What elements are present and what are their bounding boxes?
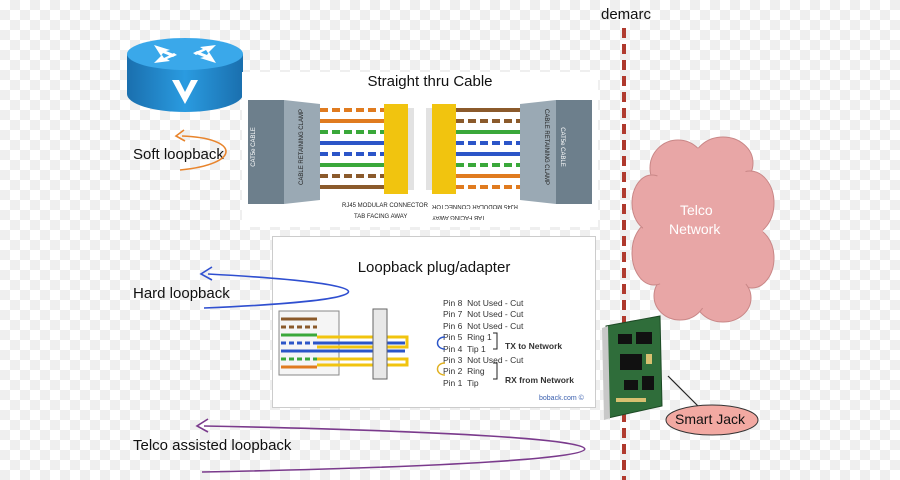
rx-from-network-label: RX from Network <box>505 375 574 385</box>
tx-to-network-label: TX to Network <box>505 341 563 351</box>
straight-cable-illustration <box>248 100 592 204</box>
right-caption-1: RJ45 MODULAR CONNECTOR <box>432 203 518 209</box>
smart-jack-callout <box>665 375 759 436</box>
loopback-plug-title: Loopback plug/adapter <box>357 259 511 276</box>
straight-cable-title: Straight thru Cable <box>367 73 493 90</box>
telco-assisted-loopback-label: Telco assisted loopback <box>133 437 292 454</box>
demarc-line <box>622 28 626 480</box>
left-clamp-label: CABLE RETAINING CLAMP <box>298 109 305 185</box>
left-caption-2: TAB FACING AWAY <box>354 214 408 220</box>
telco-network-label-line1: Telco <box>680 202 713 218</box>
left-connector-label: CAT5e CABLE <box>250 127 257 167</box>
pin-row: Pin 2 Ring <box>443 366 485 377</box>
hard-loopback-label: Hard loopback <box>133 285 230 302</box>
telco-network-label-line2: Network <box>669 221 721 237</box>
router-icon <box>124 36 246 114</box>
pin-row: Pin 3 Not Used - Cut <box>443 355 524 366</box>
pin-row: Pin 7 Not Used - Cut <box>443 309 524 320</box>
credit-label: boback.com © <box>539 395 584 402</box>
soft-loopback-arrow <box>174 129 227 171</box>
telco-network-cloud <box>631 136 775 323</box>
straight-cable-panel: Straight thru Cable <box>242 72 598 227</box>
pin-row: Pin 1 Tip <box>443 377 479 388</box>
telco-assisted-loopback-arrow <box>195 418 586 473</box>
right-connector-label: CAT5e CABLE <box>558 127 565 167</box>
smart-jack-label: Smart Jack <box>675 411 746 427</box>
left-caption-1: RJ45 MODULAR CONNECTOR <box>342 203 428 209</box>
demarc-label: demarc <box>601 6 652 23</box>
pin-braces <box>436 332 498 380</box>
loopback-plug-illustration <box>278 308 409 380</box>
loopback-plug-panel: Loopback plug/adapter Pin 8 Not Used - C… <box>272 236 596 408</box>
pin-list: Pin 8 Not Used - Cut Pin 7 Not Used - Cu… <box>443 298 523 389</box>
hard-loopback-arrow <box>199 266 350 309</box>
soft-loopback-label: Soft loopback <box>133 146 224 163</box>
pin-row: Pin 5 Ring 1 <box>443 332 492 343</box>
pin-row: Pin 6 Not Used - Cut <box>443 320 524 331</box>
pin-row: Pin 4 Tip 1 <box>443 343 486 354</box>
smart-jack-card-icon <box>602 315 663 420</box>
right-caption-2: TAB FACING AWAY <box>432 214 486 220</box>
pin-row: Pin 8 Not Used - Cut <box>443 298 524 308</box>
right-clamp-label: CABLE RETAINING CLAMP <box>542 109 549 185</box>
